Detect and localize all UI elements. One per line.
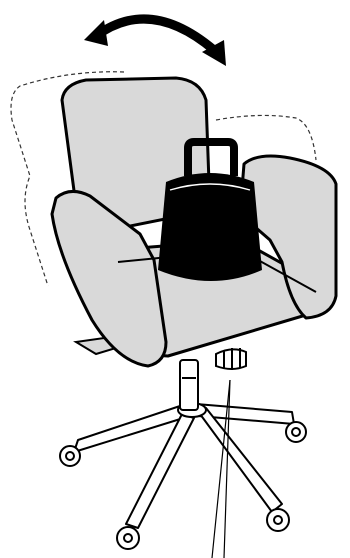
rotate-arrow-icon <box>84 19 226 66</box>
chair-base <box>74 403 294 528</box>
height-knob <box>216 348 246 370</box>
gas-lift-icon <box>180 360 198 410</box>
